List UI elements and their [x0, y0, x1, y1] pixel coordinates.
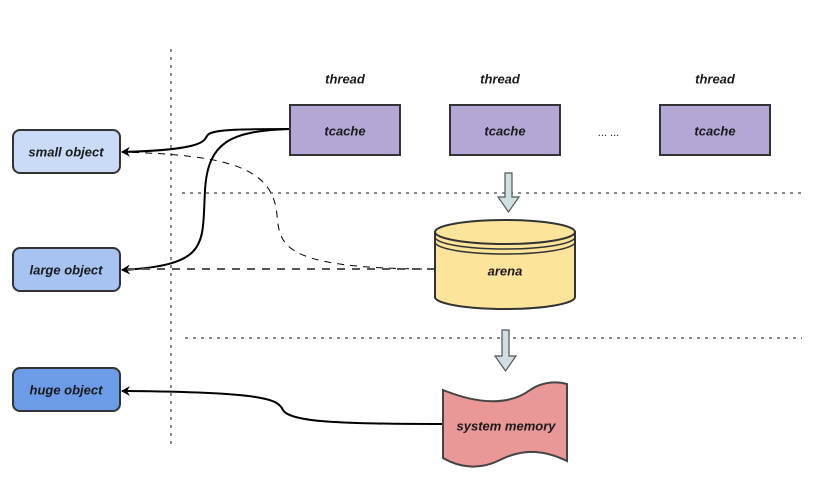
tcache-box-2[interactable]: tcache: [449, 104, 561, 156]
thread-label-2: thread: [480, 72, 521, 87]
system-to-huge-connector: [121, 386, 443, 425]
tcache-to-arena-arrow: [496, 172, 521, 214]
arena-to-system-arrow: [493, 329, 518, 373]
thread-label-3: thread: [695, 72, 736, 87]
tcache-label-2: tcache: [484, 124, 525, 139]
tcache-to-small-connector: [121, 128, 291, 157]
thread-label-1: thread: [325, 72, 366, 87]
system-memory-shape[interactable]: system memory: [442, 381, 568, 468]
small-object-label: small object: [28, 145, 104, 160]
ellipsis-text: ... ...: [598, 127, 619, 139]
tcache-box-1[interactable]: tcache: [289, 104, 401, 156]
arena-cylinder[interactable]: arena: [434, 219, 576, 310]
arena-label: arena: [488, 264, 523, 279]
tcache-box-3[interactable]: tcache: [659, 104, 771, 156]
large-object-label: large object: [30, 263, 104, 278]
tcache-label-3: tcache: [694, 124, 735, 139]
large-object-box[interactable]: large object: [12, 247, 121, 292]
tcache-label-1: tcache: [324, 124, 365, 139]
tcache-to-large-connector: [121, 128, 291, 275]
small-object-box[interactable]: small object: [12, 129, 121, 174]
arena-to-small-dashed-connector: [121, 151, 436, 270]
huge-object-label: huge object: [30, 383, 104, 398]
huge-object-box[interactable]: huge object: [12, 367, 121, 412]
system-memory-label: system memory: [457, 419, 557, 434]
